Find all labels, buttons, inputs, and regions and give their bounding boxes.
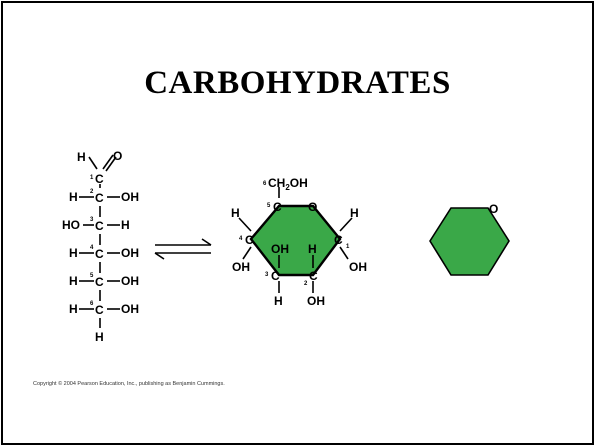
atom-c3: C <box>271 269 280 283</box>
c2-number: 2 <box>304 281 308 287</box>
atom-oh-c2: OH <box>121 190 139 204</box>
bond-c4-oh <box>242 246 252 260</box>
bond-c1-o-a <box>102 154 114 170</box>
arrow-forward-head <box>201 238 212 246</box>
glucose-diagram: H O 1 C H 2 C OH HO 3 C H H 4 C OH H 5 C… <box>62 149 510 344</box>
glucose-ring: 6 CH2OH 5 C O H 4 C OH OH H 3 C 2 C H OH… <box>231 176 367 308</box>
atom-c1: C <box>95 172 104 186</box>
c1-number: 1 <box>90 175 94 181</box>
atom-c3: C <box>95 219 104 233</box>
atom-o-top: O <box>113 149 122 163</box>
atom-c2: C <box>95 191 104 205</box>
atom-c2: C <box>309 269 318 283</box>
c5-number: 5 <box>90 273 94 279</box>
simple-ring: O <box>429 202 510 276</box>
atom-oh-c4: OH <box>232 260 250 274</box>
atom-h-c4: H <box>69 246 78 260</box>
atom-h-c3: H <box>121 218 130 232</box>
c1-number: 1 <box>346 244 350 250</box>
atom-h-top: H <box>77 150 86 164</box>
bond-c1-oh <box>339 246 349 260</box>
bond-h-c1 <box>88 156 98 170</box>
bond-c4-h <box>238 217 252 232</box>
bond-c1-o-b <box>105 156 117 172</box>
c5-number: 5 <box>267 203 271 209</box>
atom-c5: C <box>273 200 282 214</box>
linear-glucose <box>79 154 120 328</box>
simple-ring-oxygen: O <box>489 202 498 216</box>
atom-h-c1: H <box>350 206 359 220</box>
atom-c4: C <box>95 247 104 261</box>
atom-oh-c5: OH <box>121 274 139 288</box>
simple-ring-hexagon <box>429 207 510 276</box>
c6-number: 6 <box>90 301 94 307</box>
atom-c6: C <box>95 303 104 317</box>
atom-ho-c3: HO <box>62 218 80 232</box>
atom-ring-o: O <box>308 200 317 214</box>
atom-oh-c2-down: OH <box>307 294 325 308</box>
c2-number: 2 <box>90 189 94 195</box>
bond-c1-h <box>339 217 353 232</box>
ch2oh-label: CH2OH <box>268 176 308 192</box>
atom-h-c5: H <box>69 274 78 288</box>
atom-c5: C <box>95 275 104 289</box>
atom-c4: C <box>245 233 254 247</box>
atom-oh-c1: OH <box>349 260 367 274</box>
c4-number: 4 <box>239 236 243 242</box>
atom-h-c4: H <box>231 206 240 220</box>
atom-oh-c4: OH <box>121 246 139 260</box>
copyright-notice: Copyright © 2004 Pearson Education, Inc.… <box>33 381 225 387</box>
atom-h-c3-down: H <box>274 294 283 308</box>
atom-h-c2-up: H <box>308 242 317 256</box>
slide-title: CARBOHYDRATES <box>144 65 451 101</box>
atom-h-bottom: H <box>95 330 104 344</box>
equilibrium-arrow <box>154 238 212 260</box>
atom-oh-c3-up: OH <box>271 242 289 256</box>
atom-h-c2: H <box>69 190 78 204</box>
c6-number: 6 <box>263 181 267 187</box>
arrow-back-head <box>154 252 165 260</box>
linear-glucose-labels: H O 1 C H 2 C OH HO 3 C H H 4 C OH H 5 C… <box>62 149 139 344</box>
atom-oh-c6: OH <box>121 302 139 316</box>
c3-number: 3 <box>265 272 269 278</box>
atom-h-c6: H <box>69 302 78 316</box>
atom-c1: C <box>334 233 343 247</box>
c3-number: 3 <box>90 217 94 223</box>
ring-hexagon <box>249 204 342 277</box>
c4-number: 4 <box>90 245 94 251</box>
